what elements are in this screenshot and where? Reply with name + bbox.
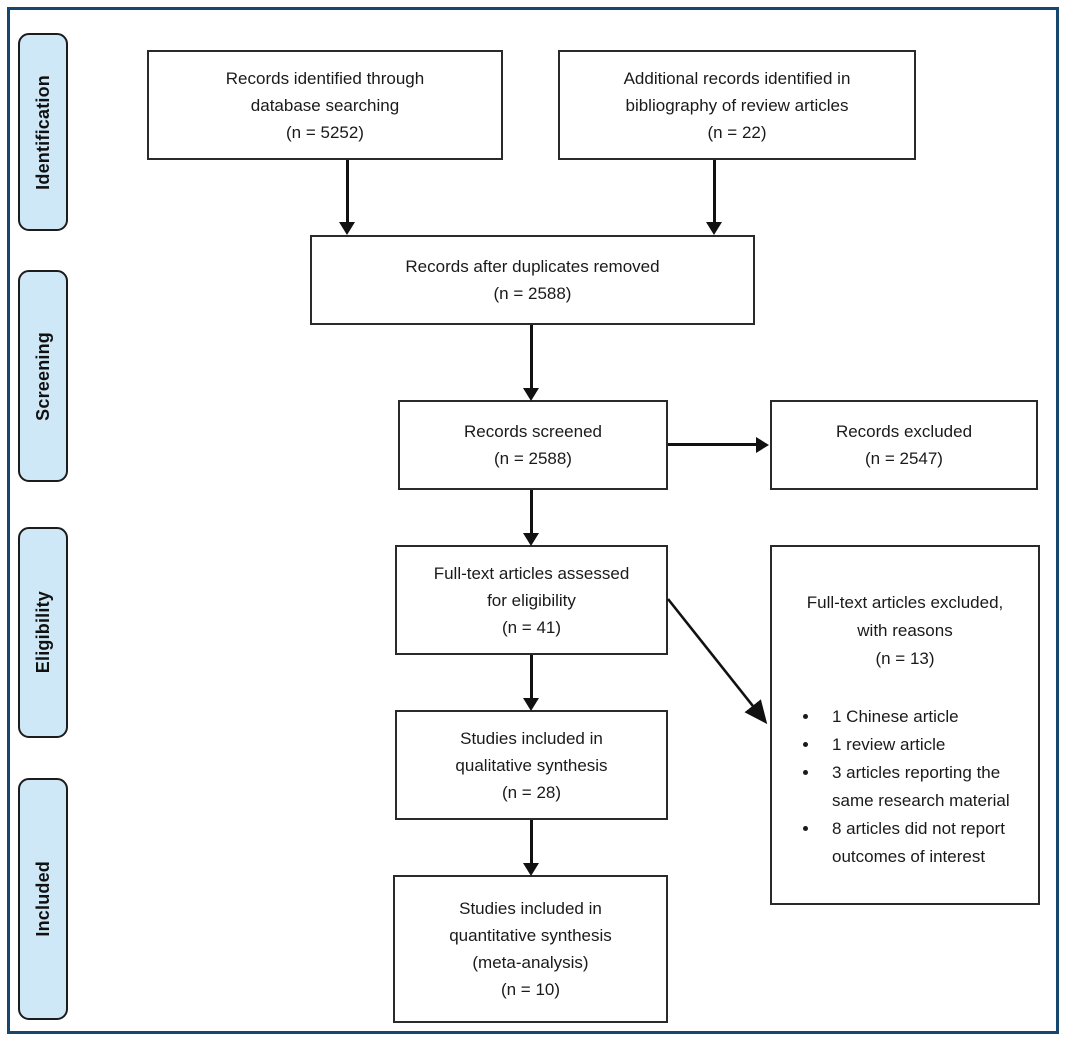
stage-identification-label: Identification — [32, 74, 53, 190]
exclusion-reason: 1 Chinese article — [820, 703, 1032, 731]
stage-screening-label: Screening — [32, 331, 53, 421]
box-fulltext-excluded-with-reasons: Full-text articles excluded, with reason… — [770, 545, 1040, 905]
box-records-excluded: Records excluded (n = 2547) — [770, 400, 1038, 490]
stage-eligibility-label: Eligibility — [32, 591, 53, 674]
box-records-screened: Records screened (n = 2588) — [398, 400, 668, 490]
exclusion-reason: 3 articles reporting the same research m… — [820, 759, 1032, 815]
stage-included: Included — [18, 778, 68, 1020]
stage-screening: Screening — [18, 270, 68, 482]
box-fulltext-assessed: Full-text articles assessed for eligibil… — [395, 545, 668, 655]
box-records-identified-database: Records identified through database sear… — [147, 50, 503, 160]
box-qualitative-synthesis: Studies included in qualitative synthesi… — [395, 710, 668, 820]
stage-identification: Identification — [18, 33, 68, 231]
box-quantitative-synthesis: Studies included in quantitative synthes… — [393, 875, 668, 1023]
exclusion-reasons-list: 1 Chinese article 1 review article 3 art… — [778, 703, 1032, 871]
box-additional-records-bibliography: Additional records identified in bibliog… — [558, 50, 916, 160]
fulltext-excluded-header: Full-text articles excluded, with reason… — [806, 593, 1004, 668]
box-records-after-duplicates-removed: Records after duplicates removed (n = 25… — [310, 235, 755, 325]
stage-eligibility: Eligibility — [18, 527, 68, 738]
stage-included-label: Included — [32, 861, 53, 937]
exclusion-reason: 1 review article — [820, 731, 1032, 759]
arrow-fulltext-to-fulltext-excluded — [666, 598, 768, 725]
exclusion-reason: 8 articles did not report outcomes of in… — [820, 815, 1032, 871]
